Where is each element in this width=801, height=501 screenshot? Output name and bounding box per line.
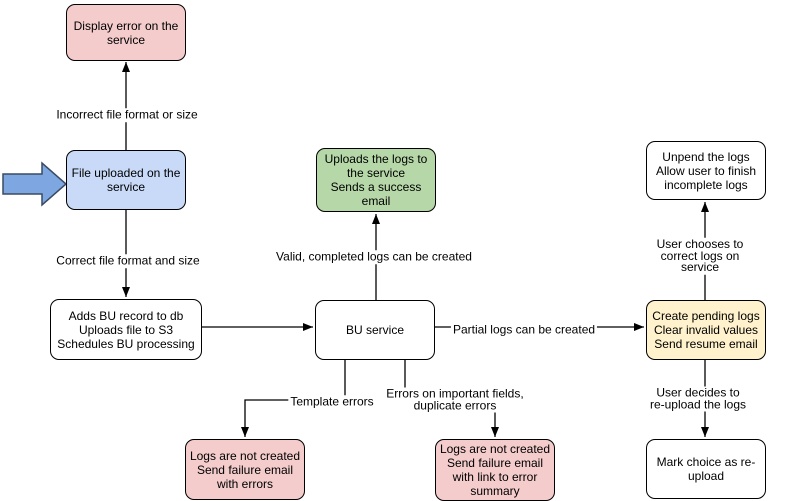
edge-label-correct-format: Correct file format and size — [54, 253, 202, 268]
node-fail-template: Logs are not created Send failure email … — [185, 439, 305, 500]
node-adds-bu-record: Adds BU record to db Uploads file to S3 … — [50, 299, 202, 360]
edge-label-template-errors: Template errors — [288, 394, 376, 409]
edge-label-partial-logs: Partial logs can be created — [450, 322, 598, 337]
edge-label-important-errors: Errors on important fields, duplicate er… — [384, 386, 526, 413]
node-bu-service: BU service — [315, 300, 435, 360]
edge-label-valid-logs: Valid, completed logs can be created — [274, 249, 474, 264]
edge-label-user-decides: User decides to re-upload the logs — [646, 386, 750, 412]
node-display-error: Display error on the service — [66, 4, 186, 61]
node-mark-reupload: Mark choice as re- upload — [646, 439, 766, 499]
edge-label-user-chooses: User chooses to correct logs on service — [649, 237, 751, 275]
node-file-uploaded: File uploaded on the service — [66, 150, 186, 210]
node-unpend-logs: Unpend the logs Allow user to finish inc… — [646, 141, 766, 200]
node-fail-fields: Logs are not created Send failure email … — [435, 439, 555, 501]
edge-label-incorrect-format: Incorrect file format or size — [54, 107, 200, 122]
node-uploads-logs: Uploads the logs to the service Sends a … — [316, 148, 436, 212]
upload-entry-arrow-icon — [2, 161, 68, 207]
node-create-pending: Create pending logs Clear invalid values… — [646, 300, 766, 360]
